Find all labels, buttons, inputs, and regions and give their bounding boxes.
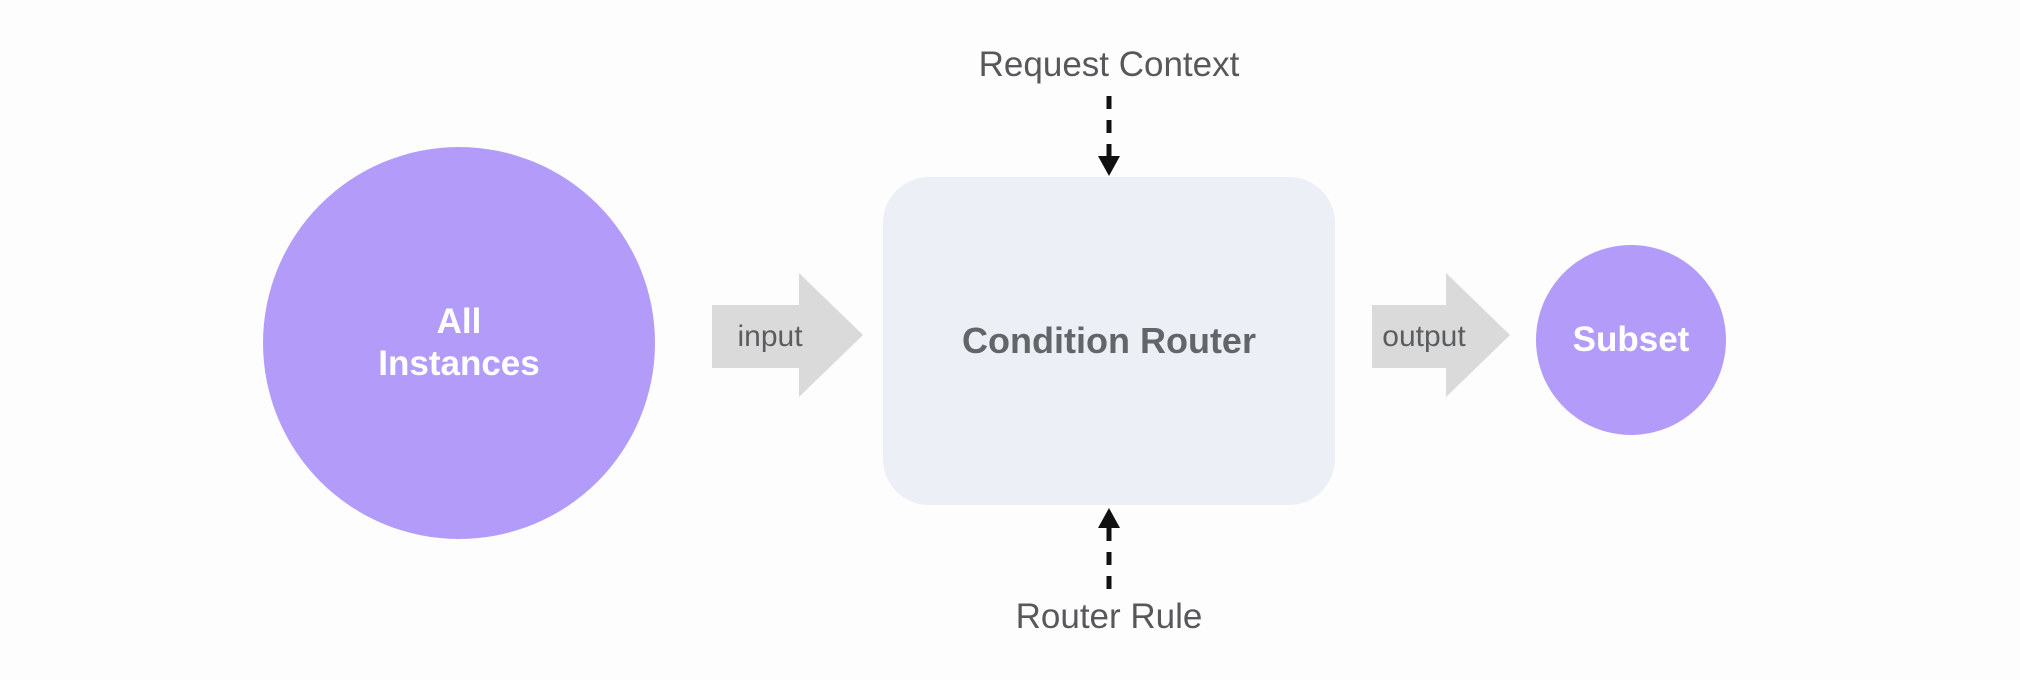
condition-router-label: Condition Router — [962, 320, 1256, 361]
router-rule-label: Router Rule — [1015, 597, 1203, 636]
output-arrow-head — [1446, 273, 1510, 397]
all-instances-label: All Instances — [378, 302, 540, 383]
input-arrow-body — [712, 305, 799, 368]
input-arrow-head — [799, 273, 863, 397]
request-context-label: Request Context — [978, 45, 1240, 84]
input-arrow: input — [712, 273, 863, 397]
output-arrow-body — [1372, 305, 1446, 368]
router-rule-connector-arrow — [1098, 508, 1120, 589]
subset-label: Subset — [1572, 320, 1690, 359]
subset-node: Subset — [1536, 245, 1726, 435]
condition-router-node: Condition Router — [883, 177, 1335, 505]
all-instances-node: All Instances — [263, 147, 655, 539]
output-arrow-label: output — [1382, 319, 1466, 353]
request-context-connector-arrow — [1098, 96, 1120, 176]
output-arrow: output — [1372, 273, 1510, 397]
input-arrow-label: input — [737, 319, 803, 353]
